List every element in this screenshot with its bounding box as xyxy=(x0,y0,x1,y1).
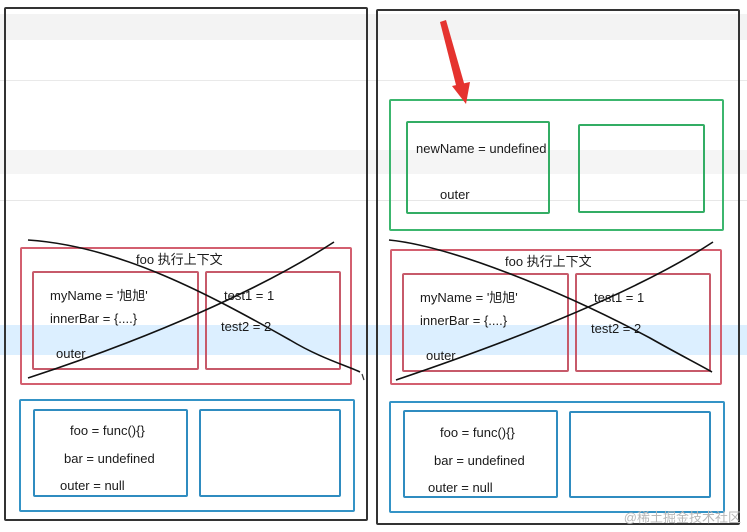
left-global-variable-env-box xyxy=(33,409,188,497)
left-global-var-outer: outer = null xyxy=(60,478,125,493)
right-new-var-newname: newName = undefined xyxy=(416,141,547,156)
right-new-context-box xyxy=(389,99,724,231)
right-foo-context-title: foo 执行上下文 xyxy=(505,254,592,269)
background-line xyxy=(0,80,747,81)
right-foo-var-myname: myName = '旭旭' xyxy=(420,290,518,305)
right-global-var-outer: outer = null xyxy=(428,480,493,495)
left-global-lexical-env-box xyxy=(199,409,341,497)
left-foo-var-myname: myName = '旭旭' xyxy=(50,288,148,303)
right-global-var-bar: bar = undefined xyxy=(434,453,525,468)
right-new-lexical-env-box xyxy=(578,124,705,213)
right-global-lexical-env-box xyxy=(569,411,711,498)
right-foo-var-innerbar: innerBar = {....} xyxy=(420,313,508,328)
left-foo-lex-test1: test1 = 1 xyxy=(224,288,275,303)
right-foo-var-outer: outer xyxy=(426,348,456,363)
right-global-context-box xyxy=(389,401,725,513)
watermark-text: @稀土掘金技术社区 xyxy=(623,510,741,525)
right-global-var-foo: foo = func(){} xyxy=(440,425,515,440)
right-foo-lex-test2: test2 = 2 xyxy=(591,321,642,336)
right-new-variable-env-box xyxy=(406,121,550,214)
background-band xyxy=(0,14,747,40)
right-new-var-outer: outer xyxy=(440,187,470,202)
left-global-context-box xyxy=(19,399,355,512)
background-band xyxy=(0,150,747,174)
left-foo-context-title: foo 执行上下文 xyxy=(136,252,223,267)
left-foo-var-outer: outer xyxy=(56,346,86,361)
left-call-stack-panel xyxy=(4,7,368,521)
left-foo-var-innerbar: innerBar = {....} xyxy=(50,311,138,326)
right-global-variable-env-box xyxy=(403,410,558,498)
left-foo-lex-test2: test2 = 2 xyxy=(221,319,272,334)
right-call-stack-panel xyxy=(376,9,740,525)
right-foo-lex-test1: test1 = 1 xyxy=(594,290,645,305)
left-global-var-foo: foo = func(){} xyxy=(70,423,145,438)
background-line xyxy=(0,200,747,201)
left-global-var-bar: bar = undefined xyxy=(64,451,155,466)
